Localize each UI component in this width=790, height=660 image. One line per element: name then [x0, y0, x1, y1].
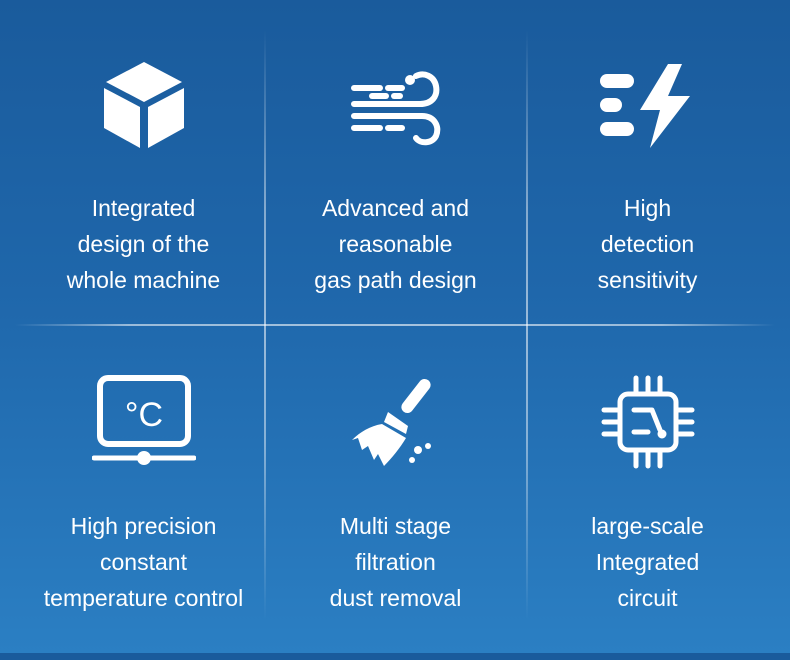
cube-icon [103, 62, 184, 148]
feature-label-line: filtration [355, 549, 436, 575]
feature-label-line: reasonable [338, 231, 453, 257]
broom-icon [351, 378, 431, 466]
feature-dust-removal: Multi stage filtration dust removal [264, 340, 527, 660]
feature-label-line: dust removal [329, 585, 462, 611]
lightning-icon [599, 64, 690, 148]
chip-icon [601, 375, 694, 469]
divider-horizontal [15, 324, 775, 326]
feature-detection-sensitivity: High detection sensitivity [516, 20, 779, 340]
feature-label-line: High precision [70, 513, 217, 539]
feature-label-line: Advanced and [321, 195, 470, 221]
feature-integrated-circuit: large-scale Integrated circuit [516, 340, 779, 660]
feature-label-line: constant [100, 549, 187, 575]
feature-label-line: circuit [617, 585, 678, 611]
feature-temperature-control: °C High precision constant temperature c… [12, 340, 275, 660]
feature-label-line: temperature control [43, 585, 244, 611]
thermometer-monitor-icon: °C [91, 375, 196, 465]
feature-gas-path: Advanced and reasonable gas path design [264, 20, 527, 340]
feature-label-line: whole machine [66, 267, 221, 293]
celsius-text: °C [124, 396, 162, 434]
feature-label-line: detection [600, 231, 695, 257]
feature-label-line: Multi stage [339, 513, 452, 539]
feature-label-line: sensitivity [597, 267, 698, 293]
feature-label-line: design of the [77, 231, 210, 257]
wind-icon [350, 71, 440, 146]
feature-label-line: Integrated [91, 195, 196, 221]
feature-label-line: Integrated [595, 549, 700, 575]
feature-label-line: High [623, 195, 672, 221]
feature-label-line: large-scale [591, 513, 704, 539]
feature-label-line: gas path design [314, 267, 477, 293]
feature-integrated-design: Integrated design of the whole machine [12, 20, 275, 340]
